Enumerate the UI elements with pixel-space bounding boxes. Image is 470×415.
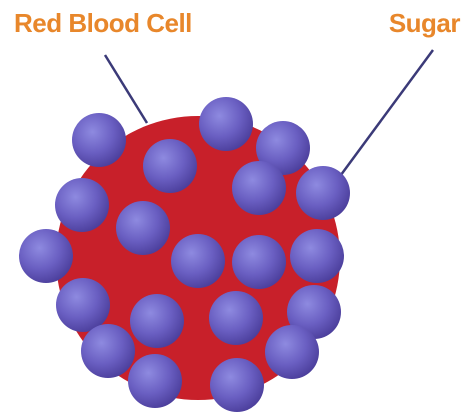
sugar-molecule — [290, 229, 344, 283]
sugar-molecule — [128, 354, 182, 408]
sugar-molecule — [265, 325, 319, 379]
sugar-molecule — [296, 166, 350, 220]
red-blood-cell-leader-line — [105, 55, 147, 123]
sugar-molecule — [210, 358, 264, 412]
sugar-molecule — [19, 229, 73, 283]
sugar-leader-line — [335, 50, 433, 183]
red-blood-cell-label: Red Blood Cell — [14, 10, 192, 36]
sugar-label: Sugar — [389, 10, 460, 36]
sugar-molecule — [55, 178, 109, 232]
sugar-molecule — [130, 294, 184, 348]
sugar-molecule — [56, 278, 110, 332]
sugar-molecule — [171, 234, 225, 288]
sugar-molecule — [209, 291, 263, 345]
sugar-molecule — [81, 324, 135, 378]
sugar-molecule — [232, 235, 286, 289]
sugar-molecule — [199, 97, 253, 151]
sugar-molecule — [232, 161, 286, 215]
sugar-molecule — [143, 139, 197, 193]
sugar-molecule — [72, 113, 126, 167]
sugar-molecule — [116, 201, 170, 255]
